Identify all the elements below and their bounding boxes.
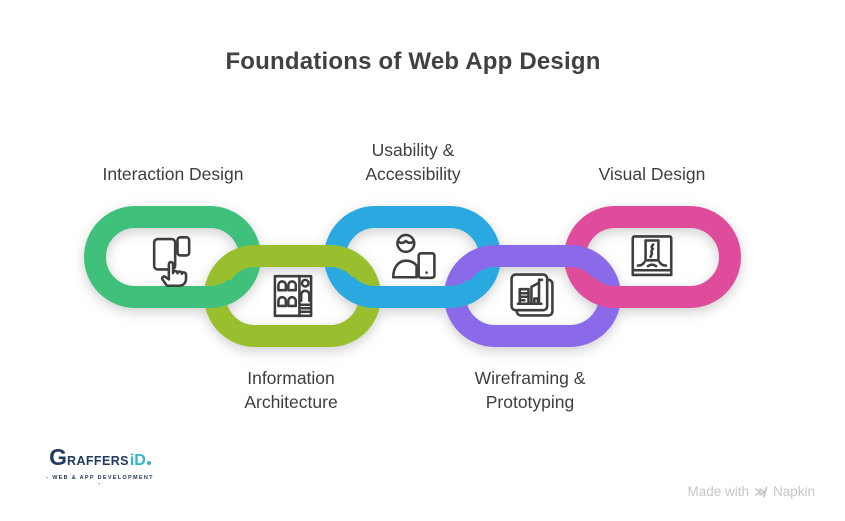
label-visual-design: Visual Design	[598, 164, 706, 184]
napkin-logo-icon	[755, 486, 768, 497]
logo-raffers: RAFFERS	[67, 454, 129, 468]
interaction-design-icon	[152, 236, 191, 288]
made-with-text: Made with	[687, 484, 749, 499]
label-information-architecture: Information Architecture	[244, 368, 338, 412]
napkin-text: Napkin	[772, 484, 815, 499]
page-title: Foundations of Web App Design	[225, 48, 601, 75]
made-with-napkin: Made with Napkin	[687, 484, 815, 499]
logo-id: iD	[129, 452, 146, 469]
logo-tagline: - WEB & APP DEVELOPMENT -	[46, 475, 154, 487]
label-wireframing-prototyping: Wireframing & Prototyping	[474, 368, 586, 412]
label-interaction-design: Interaction Design	[102, 164, 244, 184]
label-usability-accessibility: Usability & Accessibility	[365, 140, 461, 184]
visual-design-icon	[631, 235, 673, 277]
wireframing-prototyping-icon	[510, 273, 554, 317]
usability-accessibility-icon	[391, 233, 436, 280]
information-architecture-icon	[273, 274, 313, 318]
logo-letter-g: G	[49, 444, 68, 470]
logo-trademark-dot	[146, 461, 151, 465]
